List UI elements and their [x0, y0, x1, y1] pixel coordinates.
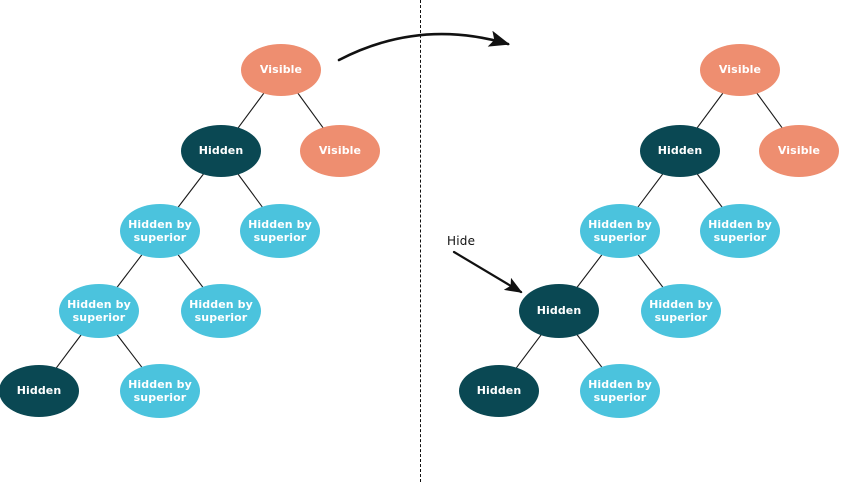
tree-node-label: Hidden by superior	[67, 297, 131, 325]
tree-node-label: Hidden	[476, 384, 522, 398]
tree-node-label: Hidden	[536, 304, 582, 318]
tree-node-hidden-by-superior[interactable]: Hidden by superior	[120, 364, 200, 418]
tree-node-label: Visible	[718, 63, 762, 77]
tree-node-label: Hidden by superior	[708, 217, 772, 245]
center-divider-line	[420, 0, 421, 482]
tree-node-label: Hidden by superior	[649, 297, 713, 325]
tree-node-visible[interactable]: Visible	[700, 44, 780, 96]
hide-annotation-label: Hide	[447, 234, 476, 248]
tree-node-visible[interactable]: Visible	[241, 44, 321, 96]
tree-node-label: Hidden	[657, 144, 703, 158]
tree-node-label: Hidden by superior	[128, 217, 192, 245]
tree-node-label: Hidden by superior	[588, 217, 652, 245]
tree-node-label: Visible	[259, 63, 303, 77]
tree-node-hidden[interactable]: Hidden	[640, 125, 720, 177]
tree-node-hidden-by-superior[interactable]: Hidden by superior	[580, 204, 660, 258]
tree-node-hidden-by-superior[interactable]: Hidden by superior	[580, 364, 660, 418]
tree-node-hidden-by-superior[interactable]: Hidden by superior	[181, 284, 261, 338]
tree-node-label: Hidden by superior	[128, 377, 192, 405]
transition-arrow	[337, 30, 510, 62]
tree-node-label: Hidden	[16, 384, 62, 398]
tree-node-hidden-by-superior[interactable]: Hidden by superior	[641, 284, 721, 338]
tree-node-label: Visible	[318, 144, 362, 158]
tree-node-hidden-by-superior[interactable]: Hidden by superior	[120, 204, 200, 258]
tree-node-label: Visible	[777, 144, 821, 158]
tree-node-visible[interactable]: Visible	[300, 125, 380, 177]
tree-node-hidden[interactable]: Hidden	[519, 284, 599, 338]
tree-node-label: Hidden by superior	[588, 377, 652, 405]
hide-arrow	[452, 250, 523, 294]
tree-node-hidden[interactable]: Hidden	[181, 125, 261, 177]
tree-node-visible[interactable]: Visible	[759, 125, 839, 177]
tree-node-hidden[interactable]: Hidden	[0, 365, 79, 417]
tree-node-label: Hidden by superior	[248, 217, 312, 245]
tree-node-hidden[interactable]: Hidden	[459, 365, 539, 417]
tree-node-hidden-by-superior[interactable]: Hidden by superior	[59, 284, 139, 338]
tree-node-hidden-by-superior[interactable]: Hidden by superior	[700, 204, 780, 258]
tree-node-hidden-by-superior[interactable]: Hidden by superior	[240, 204, 320, 258]
tree-node-label: Hidden	[198, 144, 244, 158]
tree-node-label: Hidden by superior	[189, 297, 253, 325]
